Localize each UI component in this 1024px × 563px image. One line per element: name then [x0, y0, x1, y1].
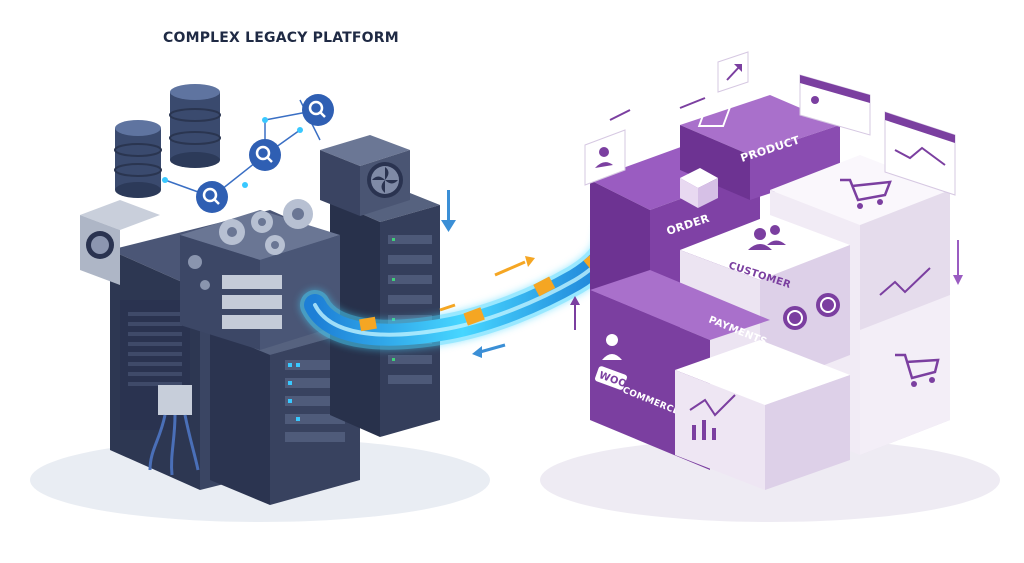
legacy-server-stack [80, 84, 456, 505]
cart-icon [840, 178, 892, 202]
card-icon [681, 546, 709, 563]
box-icon [680, 168, 718, 208]
magnifier-icon [302, 94, 334, 126]
chart-icon [689, 394, 736, 417]
woo-badge [595, 366, 627, 390]
coin-icon [783, 293, 840, 330]
cart-icon [895, 353, 940, 380]
magnifier-icon [196, 181, 228, 213]
database-icon [169, 84, 221, 168]
database-icon [114, 120, 162, 198]
fan-icon [367, 162, 403, 198]
gear-icon [188, 255, 210, 290]
arrow-icon [439, 256, 535, 358]
floating-chart-card [884, 111, 956, 196]
magnifier-icon [249, 139, 281, 171]
chart-icon [879, 267, 931, 296]
floating-profile-card [799, 74, 871, 136]
arrow-icon [441, 190, 456, 232]
woocommerce-module-stack: PRODUCT ORDER CUSTO [570, 51, 963, 563]
users-icon [748, 225, 786, 250]
fan-icon [86, 231, 114, 259]
product-icon [697, 107, 732, 127]
data-packet [359, 251, 602, 332]
profile-icon [602, 334, 622, 360]
arrow-icon [570, 51, 963, 330]
legacy-platform-title: COMPLEX LEGACY PLATFORM [163, 30, 399, 46]
floating-profile-card [584, 129, 626, 186]
